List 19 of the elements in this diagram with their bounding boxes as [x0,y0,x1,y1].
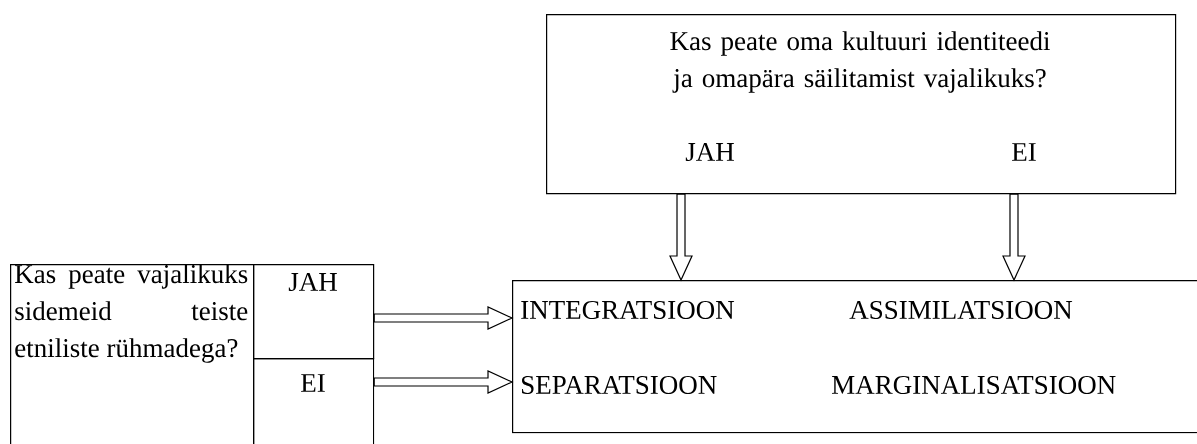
block-arrow [373,306,514,330]
box [253,264,375,360]
block-arrow [373,370,514,394]
block-arrow [669,193,693,282]
box [253,358,375,444]
box [546,14,1177,195]
box [512,280,1197,434]
label-text: INTEGRATSIOON [521,300,735,320]
box [10,264,255,444]
label-text: MARGINALISATSIOON [832,375,1116,395]
label-text: EI [301,374,325,392]
label-text: JAH [288,272,337,292]
label-text: JAH [685,142,734,162]
label-text: SEPARATSIOON [522,375,717,395]
label-text: EI [1012,143,1036,161]
label-text: ASSIMILATSIOON [849,300,1073,320]
label-text: Kas peate oma kultuuri identiteedi ja omapära säilitamist vajalikuks? [670,31,1050,93]
block-arrow [1002,193,1026,282]
label-text: Kas peate vajalikuks sidemeid teiste etniliste rühmadega? [15,264,248,363]
